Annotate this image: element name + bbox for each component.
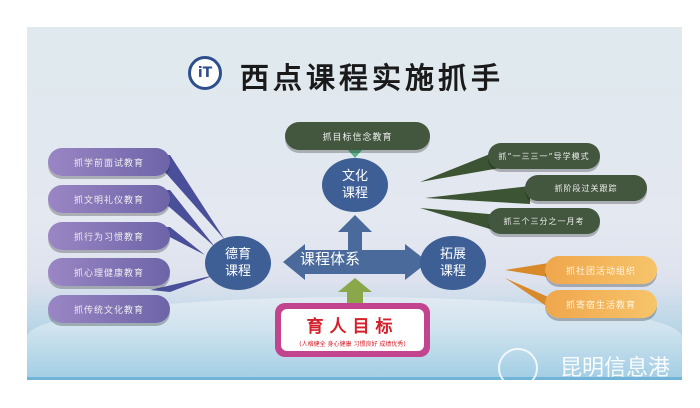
goal-arrow bbox=[338, 278, 372, 303]
moral-course-label: 德育课程 bbox=[224, 247, 251, 279]
tail-top bbox=[348, 150, 362, 158]
goal-subtitle: (人格健全 身心健康 习惯良好 成绩优秀) bbox=[299, 341, 406, 348]
moral-item-5: 抓传统文化教育 bbox=[48, 295, 170, 323]
culture-item-1: 抓“一三三一”导学模式 bbox=[488, 143, 600, 169]
culture-item-2: 抓阶段过关跟踪 bbox=[525, 175, 647, 201]
extension-item-2: 抓寄宿生活教育 bbox=[545, 290, 657, 318]
tail-moral-1 bbox=[150, 155, 225, 240]
moral-item-2: 抓文明礼仪教育 bbox=[48, 185, 170, 213]
moral-item-3: 抓行为习惯教育 bbox=[48, 222, 170, 250]
extension-course-node: 拓展课程 bbox=[420, 236, 486, 290]
tail-culture-2 bbox=[425, 186, 530, 204]
school-logo: iT bbox=[188, 56, 222, 90]
tail-culture-1 bbox=[420, 150, 500, 182]
moral-item-1: 抓学前面试教育 bbox=[48, 148, 170, 176]
hub-label: 课程体系 bbox=[300, 250, 361, 268]
goal-title: 育人目标 bbox=[306, 317, 399, 337]
page-title: 西点课程实施抓手 bbox=[240, 61, 505, 95]
tail-ext-1 bbox=[505, 262, 555, 278]
watermark: 昆明信息港 bbox=[560, 356, 671, 381]
goal-box: 育人目标 (人格健全 身心健康 习惯良好 成绩优秀) bbox=[275, 303, 430, 357]
culture-top-item: 抓目标信念教育 bbox=[285, 122, 430, 150]
arrow-up bbox=[338, 215, 372, 250]
culture-course-node: 文化课程 bbox=[322, 158, 388, 212]
tail-ext-2 bbox=[505, 278, 555, 312]
extension-item-1: 抓社团活动组织 bbox=[545, 256, 657, 284]
culture-item-3: 抓三个三分之一月考 bbox=[488, 208, 600, 234]
arrow-horizontal bbox=[283, 244, 428, 280]
culture-course-label: 文化课程 bbox=[341, 169, 368, 201]
moral-course-node: 德育课程 bbox=[205, 236, 271, 290]
extension-course-label: 拓展课程 bbox=[439, 247, 466, 279]
tail-moral-5 bbox=[150, 275, 215, 292]
tail-culture-3 bbox=[420, 208, 500, 232]
watermark-logo-icon bbox=[498, 348, 538, 388]
moral-item-4: 抓心理健康教育 bbox=[48, 258, 170, 286]
